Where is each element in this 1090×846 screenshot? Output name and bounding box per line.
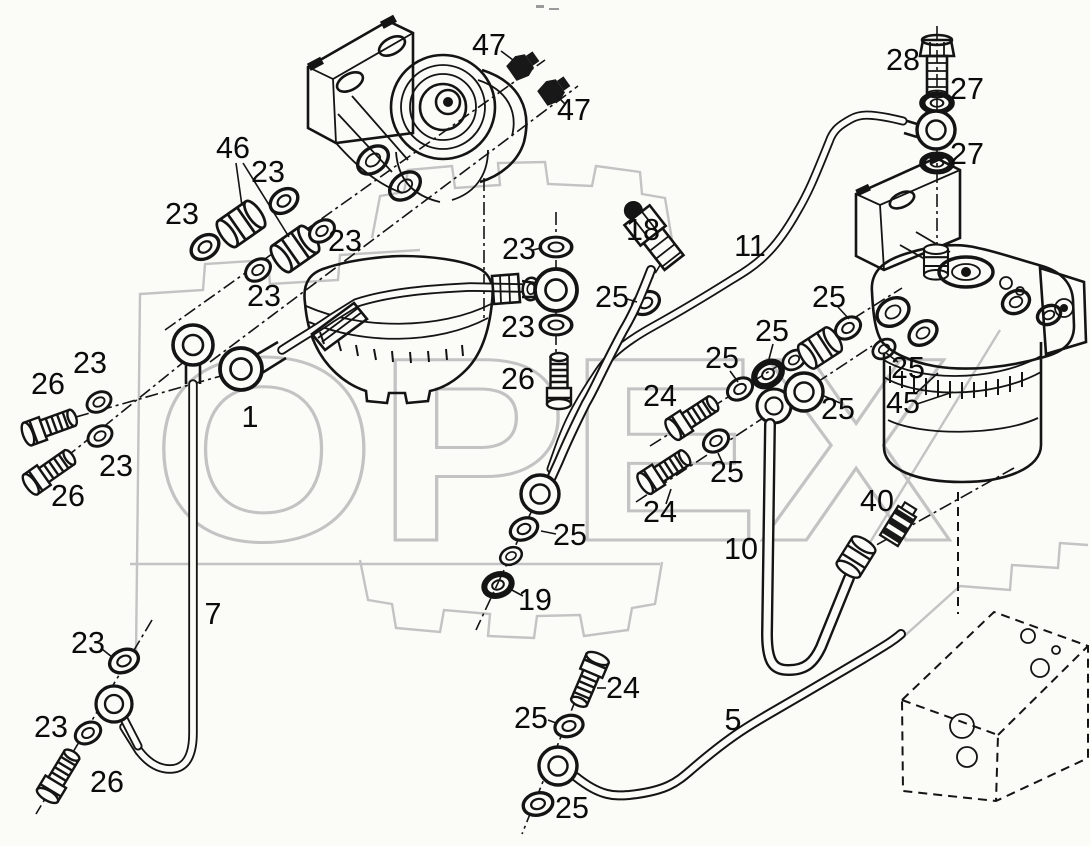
- part-callout-45: 45: [886, 386, 920, 420]
- fuel-hose-18: [481, 200, 686, 600]
- part-callout-23: 23: [165, 197, 199, 231]
- leader-line-45: [916, 391, 954, 405]
- part-callout-25: 25: [514, 701, 548, 735]
- banjo-eye: [171, 323, 215, 367]
- left-mounting-bracket: [306, 14, 415, 194]
- part-callout-25: 25: [812, 280, 846, 314]
- part-callout-23: 23: [328, 224, 362, 258]
- part-callout-19: 19: [518, 583, 552, 617]
- leader-line-25: [885, 352, 899, 363]
- leader-line-23: [101, 648, 113, 658]
- part-callout-26: 26: [31, 367, 65, 401]
- left-filter-head: [356, 53, 528, 203]
- part-callout-27: 27: [950, 137, 984, 171]
- part-callout-11: 11: [734, 229, 766, 263]
- sediment-bowl: [303, 254, 494, 405]
- leader-line-25: [717, 452, 724, 465]
- part-callout-23: 23: [501, 310, 535, 344]
- part-callout-28: 28: [886, 43, 920, 77]
- leader-line-25: [837, 306, 850, 320]
- banjo-bolt-24: [565, 648, 612, 712]
- leader-line-25: [768, 343, 774, 360]
- leader-line-24: [665, 488, 672, 505]
- part-callout-25: 25: [710, 455, 744, 489]
- part-callout-23: 23: [99, 449, 133, 483]
- part-callout-25: 25: [755, 314, 789, 348]
- leader-line-25: [547, 719, 557, 724]
- part-callout-24: 24: [643, 495, 677, 529]
- part-callout-25: 25: [595, 280, 629, 314]
- leader-line-47: [500, 50, 514, 61]
- part-callout-24: 24: [606, 671, 640, 705]
- leader-line-46: [242, 162, 290, 238]
- leader-line-25: [540, 530, 557, 535]
- banjo-eye: [218, 346, 264, 392]
- fuel-pipe-1: [171, 235, 579, 411]
- part-callout-5: 5: [725, 703, 742, 737]
- leader-line-25: [729, 370, 739, 383]
- leader-line-19: [509, 588, 524, 597]
- fuel-pipe-10: [761, 418, 921, 676]
- part-callout-18: 18: [626, 213, 660, 247]
- part-callout-25: 25: [821, 392, 855, 426]
- part-callout-46: 46: [216, 131, 250, 165]
- callout-leader-lines: [101, 50, 954, 724]
- part-callout-23: 23: [502, 232, 536, 266]
- banjo-bolt-26: [545, 351, 573, 411]
- right-filter-head: [870, 243, 1088, 370]
- part-callout-10: 10: [724, 532, 758, 566]
- part-callout-23: 23: [251, 155, 285, 189]
- banjo-eye: [783, 371, 825, 413]
- banjo-eye: [533, 267, 579, 313]
- banjo-eye: [537, 745, 579, 787]
- part-callout-24: 24: [643, 379, 677, 413]
- banjo-eye: [519, 473, 561, 515]
- engine-block-port-face: [900, 610, 1089, 803]
- leader-line-45: [914, 372, 939, 395]
- fittings-46-washers-23: [184, 181, 341, 288]
- part-callout-40: 40: [860, 484, 894, 518]
- part-callout-47: 47: [472, 28, 506, 62]
- part-callout-23: 23: [247, 279, 281, 313]
- spin-on-filter-canister: [882, 342, 1043, 484]
- fuel-pipe-7: [33, 363, 202, 808]
- part-callout-47: 47: [557, 93, 591, 127]
- part-callout-25: 25: [705, 341, 739, 375]
- leader-line-25: [823, 395, 841, 404]
- part-callout-23: 23: [71, 626, 105, 660]
- banjo-eye: [94, 684, 134, 724]
- part-callout-26: 26: [90, 765, 124, 799]
- banjo-bolt-26: [33, 744, 86, 808]
- leader-line-25: [626, 298, 638, 303]
- leader-line-47: [556, 95, 566, 105]
- leader-line-46: [235, 162, 243, 207]
- part-callout-27: 27: [950, 72, 984, 106]
- part-callout-25: 25: [555, 791, 589, 825]
- leader-line-23: [532, 247, 542, 251]
- banjo-bolt-28-stack: [903, 33, 957, 172]
- part-callout-23: 23: [34, 710, 68, 744]
- fuel-hose-5: [518, 629, 906, 821]
- part-callout-25: 25: [553, 518, 587, 552]
- part-callout-1: 1: [242, 400, 259, 434]
- part-callout-26: 26: [51, 479, 85, 513]
- part-callout-26: 26: [501, 362, 535, 396]
- part-callout-23: 23: [73, 346, 107, 380]
- part-callout-7: 7: [205, 597, 222, 631]
- part-callout-25: 25: [891, 351, 925, 385]
